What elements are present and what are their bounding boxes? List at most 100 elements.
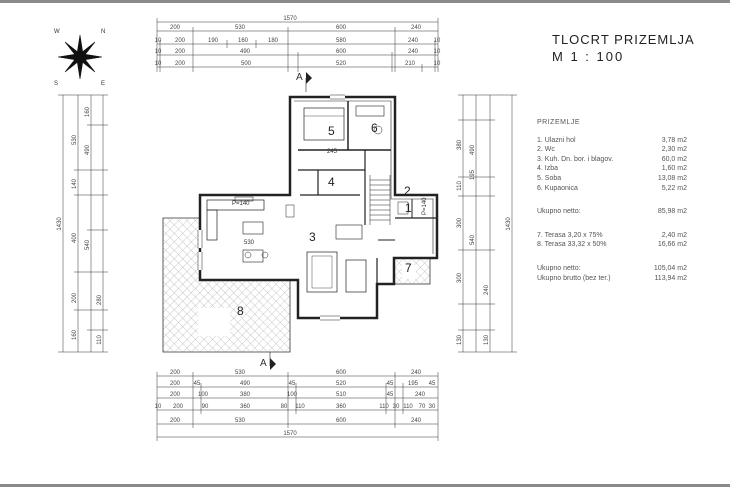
dim-right-o3: 300 <box>457 272 463 283</box>
dim-top-r2-5: 580 <box>336 38 347 44</box>
dim-right-i1: 195 <box>470 169 476 180</box>
legend-room-value: 3,78 m2 <box>661 136 687 144</box>
legend-room-value: 1,60 m2 <box>661 165 687 173</box>
dim-bot-r4-9: 110 <box>403 404 413 410</box>
dim-bot-r4-3: 360 <box>240 404 251 410</box>
dim-left-i0: 160 <box>85 106 91 117</box>
dim-bot-r2-2: 490 <box>240 381 251 387</box>
dim-bot-r2-7: 45 <box>429 381 436 387</box>
dim-bot-r1-1: 530 <box>235 370 246 376</box>
dim-top-r1-3: 240 <box>411 25 422 31</box>
legend-net2-value: 105,04 m2 <box>653 264 687 272</box>
legend-room-label: 6. Kupaonica <box>537 184 578 192</box>
legend-header: PRIZEMLJE <box>537 119 581 126</box>
bottom-border <box>0 484 730 487</box>
room-number-6: 6 <box>371 121 378 135</box>
right-dimension-labels: 1430 380 110 300 300 130 490 195 540 240… <box>457 139 512 345</box>
dim-right-i3: 240 <box>484 284 490 295</box>
dim-bot-r5-0: 200 <box>170 418 181 424</box>
dim-bot-r4-5: 110 <box>295 404 305 410</box>
legend-terrace-label: 8. Terasa 33,32 x 50% <box>537 241 607 249</box>
section-marker-bottom: A <box>260 352 276 370</box>
legend-room-value: 2,30 m2 <box>661 146 687 154</box>
dim-top-r4-1: 200 <box>175 61 186 67</box>
dim-top-r3-5: 10 <box>434 49 441 55</box>
dim-right-o0: 380 <box>457 139 463 150</box>
dim-top-r1-2: 600 <box>336 25 347 31</box>
dim-bot-r3-5: 45 <box>387 392 394 398</box>
legend-terrace-value: 2,40 m2 <box>661 231 687 239</box>
legend-room-label: 2. Wc <box>537 146 555 154</box>
note-p140-left: P=140 <box>232 201 250 207</box>
dim-right-i0: 490 <box>470 144 476 155</box>
dim-left-o0: 530 <box>72 134 78 145</box>
room-number-3: 3 <box>309 230 316 244</box>
legend-net-total-2: Ukupno netto: 105,04 m2 <box>537 264 687 274</box>
legend-terrace-value: 16,66 m2 <box>657 241 687 249</box>
dim-top-r3-4: 240 <box>408 49 419 55</box>
room-number-8: 8 <box>237 304 244 318</box>
dim-right-o4: 130 <box>457 334 463 345</box>
dim-top-r1-0: 200 <box>170 25 181 31</box>
room-number-7: 7 <box>405 261 412 275</box>
top-border <box>0 0 730 3</box>
section-marker-top: A <box>296 72 312 92</box>
compass-letter-n: N <box>101 29 105 35</box>
dim-top-r3-0: 10 <box>155 49 162 55</box>
room-number-2: 2 <box>404 184 411 198</box>
left-dimension-labels: 1430 530 140 400 200 160 160 490 540 280… <box>57 106 103 344</box>
legend-room-value: 5,22 m2 <box>661 184 687 192</box>
section-label-bottom: A <box>260 358 267 369</box>
dim-top-r2-1: 200 <box>175 38 186 44</box>
dim-bot-r3-4: 510 <box>336 392 347 398</box>
legend-room-label: 4. Izba <box>537 165 559 173</box>
title-block: TLOCRT PRIZEMLJA M 1 : 100 <box>552 32 695 64</box>
terrace-8 <box>162 217 291 353</box>
dim-right-total: 1430 <box>506 217 512 231</box>
dim-left-o3: 200 <box>72 292 78 303</box>
legend-gross-total: Ukupno brutto (bez ter.)113,94 m2 <box>537 274 687 284</box>
legend-net2-label: Ukupno netto: <box>537 264 581 272</box>
dim-left-total: 1430 <box>57 217 63 231</box>
dim-left-i4: 110 <box>97 335 103 345</box>
dim-bot-r2-6: 195 <box>408 381 419 387</box>
dim-bot-total: 1570 <box>283 431 297 437</box>
dim-left-o4: 160 <box>72 329 78 340</box>
bottom-dimension-chains <box>156 372 439 441</box>
right-dimension-chains <box>458 94 517 353</box>
dim-top-total: 1570 <box>283 16 297 22</box>
dim-bot-r2-1: 45 <box>194 381 201 387</box>
legend-row: 3. Kuh. Dn. bor. i blagov.60,0 m2 <box>537 155 687 165</box>
compass-letter-w: W <box>54 29 60 35</box>
top-dimension-labels: 1570 200 530 600 240 10 200 190 160 180 … <box>155 16 441 67</box>
terrace-7 <box>393 257 431 285</box>
dim-bot-r3-3: 100 <box>287 392 298 398</box>
legend-row: 8. Terasa 33,32 x 50% 16,66 m2 <box>537 240 687 250</box>
dim-bot-r2-3: 45 <box>289 381 296 387</box>
dim-top-r2-0: 10 <box>155 38 162 44</box>
legend-room-label: 3. Kuh. Dn. bor. i blagov. <box>537 155 614 163</box>
dim-bot-r4-0: 10 <box>155 404 162 410</box>
legend-net-value: 85,98 m2 <box>657 208 687 216</box>
dim-right-o2: 300 <box>457 217 463 228</box>
dim-top-r4-5: 10 <box>434 61 441 67</box>
top-dimension-chains <box>156 18 439 72</box>
dim-bot-r4-10: 70 <box>419 404 426 410</box>
note-245: 245 <box>327 149 338 155</box>
dim-bot-r3-6: 240 <box>415 392 426 398</box>
dim-top-r4-2: 500 <box>241 61 252 67</box>
dim-bot-r1-3: 240 <box>411 370 422 376</box>
dim-left-i2: 540 <box>85 239 91 250</box>
dim-bot-r4-7: 110 <box>379 404 389 410</box>
dim-bot-r2-5: 45 <box>387 381 394 387</box>
dim-top-r2-7: 10 <box>434 38 441 44</box>
dim-bot-r3-0: 200 <box>170 392 181 398</box>
dim-bot-r4-6: 360 <box>336 404 347 410</box>
dim-top-r1-1: 530 <box>235 25 246 31</box>
dim-bot-r3-2: 380 <box>240 392 251 398</box>
dim-bot-r5-1: 530 <box>235 418 246 424</box>
room-number-4: 4 <box>328 175 335 189</box>
note-530: 530 <box>244 240 255 246</box>
